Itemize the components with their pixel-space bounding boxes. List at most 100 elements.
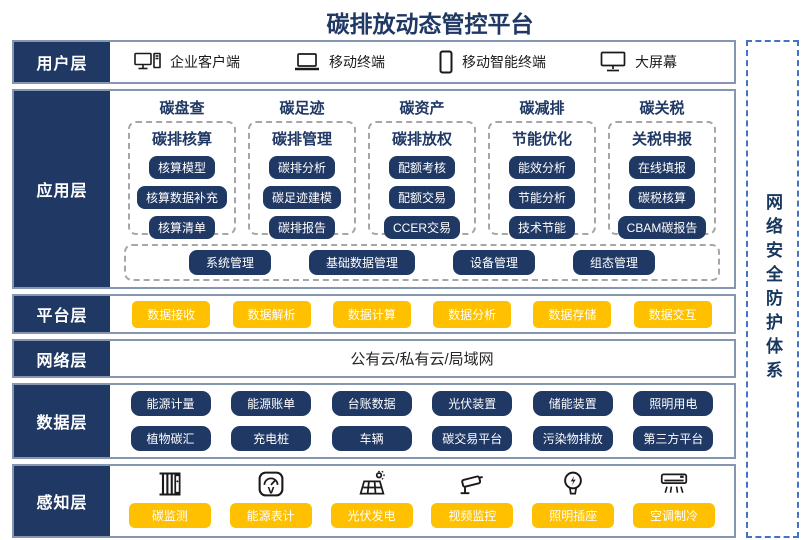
app-button: 在线填报 [628,156,695,179]
app-column-header: 碳减排 [519,100,565,117]
app-subheader: 节能优化 [511,131,572,148]
page-title: 碳排放动态管控平台 [326,11,534,37]
perception-label: 能源表计 [229,503,312,528]
user-device-enterprise-client: 企业客户端 [134,52,240,73]
app-button: 能效分析 [508,156,575,179]
network-layer-label: 网络层 [14,341,110,376]
platform-button: 数据解析 [232,300,311,328]
platform-layer-content: 数据接收 数据解析 数据计算 数据分析 数据存储 数据交互 [110,296,734,332]
perception-label: 空调制冷 [633,503,716,528]
app-button: 碳排报告 [268,216,335,239]
user-layer-row: 用户层 企业客户端 [12,40,736,84]
application-columns: 碳盘查 碳排核算 核算模型 核算数据补充 核算清单 碳足迹 碳排管理 碳排分析 … [110,91,734,239]
data-button: 能源账单 [231,391,312,416]
application-layer-row: 应用层 碳盘查 碳排核算 核算模型 核算数据补充 核算清单 碳足迹 碳排管理 [12,89,736,289]
user-device-label: 企业客户端 [170,54,240,70]
security-sidebar-label: 网络安全防护体系 [763,193,782,385]
data-button: 车辆 [331,426,412,451]
network-layer-row: 网络层 公有云/私有云/局域网 [12,339,736,378]
data-row: 植物碳汇 充电桩 车辆 碳交易平台 污染物排放 第三方平台 [110,426,734,451]
user-device-big-screen: 大屏幕 [600,51,677,73]
solar-panel-icon [358,470,386,498]
perception-layer-label: 感知层 [14,466,110,536]
perception-item-solar-panel: 光伏发电 [330,470,413,528]
app-dashed-box: 碳排核算 核算模型 核算数据补充 核算清单 [128,121,236,239]
perception-item-air-conditioner: 空调制冷 [633,470,716,528]
platform-layer-label: 平台层 [14,296,110,332]
app-button: 配额交易 [388,186,455,209]
app-button: 配额考核 [388,156,455,179]
network-layer-text: 公有云/私有云/局域网 [350,351,494,368]
app-dashed-box: 关税申报 在线填报 碳税核算 CBAM碳报告 [608,121,716,239]
data-row: 能源计量 能源账单 台账数据 光伏装置 储能装置 照明用电 [110,391,734,416]
security-sidebar: 网络安全防护体系 [746,40,799,538]
perception-label: 照明插座 [532,503,615,528]
app-subheader: 关税申报 [631,131,692,148]
platform-button: 数据计算 [332,300,411,328]
app-subheader: 碳排管理 [271,131,332,148]
platform-button: 数据分析 [433,300,512,328]
user-layer-content: 企业客户端 移动终端 移动智能终端 [110,42,734,82]
app-button: CCER交易 [383,216,460,239]
user-device-label: 大屏幕 [635,54,677,70]
data-button: 台账数据 [331,391,412,416]
perception-label: 视频监控 [431,503,514,528]
perception-item-lighting: 照明插座 [532,470,615,528]
data-button: 植物碳汇 [130,426,211,451]
carbon-monitor-icon [156,470,184,498]
monitor-icon [600,51,626,73]
app-column-header: 碳关税 [639,100,685,117]
perception-item-carbon-monitor: 碳监测 [128,470,211,528]
data-button: 储能装置 [532,391,613,416]
app-dashed-box: 碳排管理 碳排分析 碳足迹建模 碳排报告 [248,121,356,239]
user-device-label: 移动终端 [329,54,385,70]
data-button: 充电桩 [231,426,312,451]
data-button: 污染物排放 [532,426,613,451]
app-button: 核算数据补充 [136,186,227,209]
app-button: 核算模型 [148,156,215,179]
app-column-carbon-footprint: 碳足迹 碳排管理 碳排分析 碳足迹建模 碳排报告 [248,97,356,239]
app-button: CBAM碳报告 [617,216,707,239]
data-button: 照明用电 [633,391,714,416]
application-layer-content: 碳盘查 碳排核算 核算模型 核算数据补充 核算清单 碳足迹 碳排管理 碳排分析 … [110,91,734,287]
app-subheader: 碳排核算 [151,131,212,148]
desktop-pc-icon [134,52,161,73]
data-layer-content: 能源计量 能源账单 台账数据 光伏装置 储能装置 照明用电 植物碳汇 充电桩 车… [110,385,734,457]
app-column-header: 碳盘查 [159,100,205,117]
svg-text:V: V [267,487,274,497]
light-bulb-icon [559,470,587,498]
cctv-camera-icon [457,470,487,498]
data-layer-label: 数据层 [14,385,110,457]
user-device-smart-terminal: 移动智能终端 [439,50,546,74]
perception-layer-content: 碳监测 V 能源表计 [110,466,734,536]
perception-label: 光伏发电 [330,503,413,528]
perception-layer-row: 感知层 碳监测 [12,464,736,538]
energy-meter-icon: V [257,470,285,498]
user-device-mobile-terminal: 移动终端 [294,52,385,72]
platform-button: 数据交互 [633,300,712,328]
app-common-button: 系统管理 [188,250,271,275]
app-common-dashed-box: 系统管理 基础数据管理 设备管理 组态管理 [124,244,720,281]
app-common-button: 设备管理 [453,250,536,275]
app-button: 核算清单 [148,216,215,239]
app-subheader: 碳排放权 [391,131,452,148]
perception-label: 碳监测 [128,503,211,528]
app-dashed-box: 节能优化 能效分析 节能分析 技术节能 [488,121,596,239]
app-button: 碳足迹建模 [262,186,341,209]
platform-button: 数据存储 [533,300,612,328]
perception-item-cctv: 视频监控 [431,470,514,528]
platform-button: 数据接收 [132,300,211,328]
app-common-button: 组态管理 [573,250,656,275]
application-layer-label: 应用层 [14,91,110,287]
data-button: 能源计量 [130,391,211,416]
app-button: 碳税核算 [628,186,695,209]
app-column-carbon-inventory: 碳盘查 碳排核算 核算模型 核算数据补充 核算清单 [128,97,236,239]
smartphone-icon [439,50,453,74]
data-layer-row: 数据层 能源计量 能源账单 台账数据 光伏装置 储能装置 照明用电 植物碳汇 充… [12,383,736,459]
app-column-header: 碳足迹 [279,100,325,117]
perception-item-energy-meter: V 能源表计 [229,470,312,528]
app-column-carbon-asset: 碳资产 碳排放权 配额考核 配额交易 CCER交易 [368,97,476,239]
app-column-carbon-tariff: 碳关税 关税申报 在线填报 碳税核算 CBAM碳报告 [608,97,716,239]
app-column-carbon-reduction: 碳减排 节能优化 能效分析 节能分析 技术节能 [488,97,596,239]
